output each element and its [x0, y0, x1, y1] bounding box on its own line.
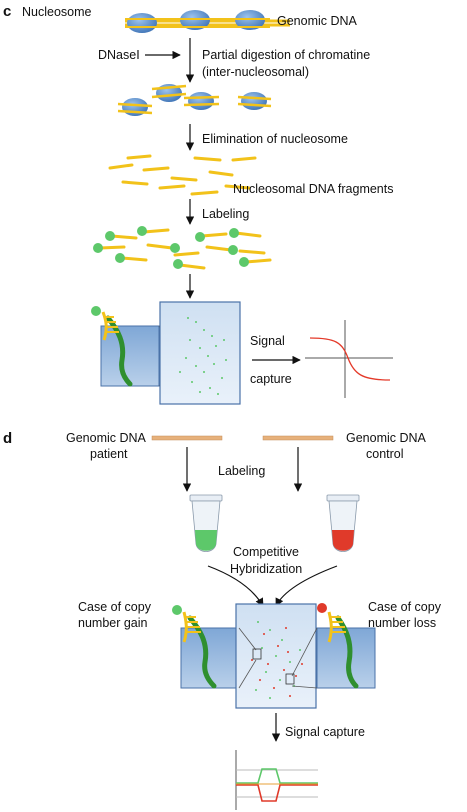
dnase-label: DNaseI: [98, 48, 140, 62]
panel-d-letter: d: [3, 430, 12, 447]
signal-plot-c: [305, 320, 393, 398]
genomic-dna-label: Genomic DNA: [277, 14, 358, 28]
dna-bar-control: [262, 435, 334, 441]
microarray-slide: [159, 301, 241, 405]
loss-label-line1: Case of copy: [368, 600, 442, 614]
panel-c-letter: c: [3, 3, 11, 20]
cnv-plot: [235, 750, 318, 810]
fragments-label: Nucleosomal DNA fragments: [233, 182, 393, 196]
step-elimination: Elimination of nucleosome: [202, 132, 348, 146]
step-partial-digestion-line1: Partial digestion of chromatine: [202, 48, 370, 62]
patient-label-line1: Genomic DNA: [66, 431, 147, 445]
hybridization-line1: Competitive: [233, 545, 299, 559]
tube-green-icon: [189, 494, 223, 552]
control-label-line1: Genomic DNA: [346, 431, 427, 445]
step-partial-digestion-line2: (inter-nucleosomal): [202, 65, 309, 79]
gain-label-line1: Case of copy: [78, 600, 152, 614]
hyb-arrow-right: [275, 565, 338, 607]
probe-slide-left: [91, 306, 160, 387]
loss-label-line2: number loss: [368, 616, 436, 630]
probe-slide-gain: [172, 605, 240, 689]
hybridization-line2: Hybridization: [230, 562, 302, 576]
probe-slide-loss: [316, 603, 376, 689]
patient-label-line2: patient: [90, 447, 128, 461]
nucleosome-icon: [125, 10, 270, 33]
signal-capture-line2: capture: [250, 372, 292, 386]
signal-capture-d-label: Signal capture: [285, 725, 365, 739]
digested-nucleosomes: [117, 84, 272, 116]
zoom-connector-d: [238, 627, 318, 689]
nucleosome-label: Nucleosome: [22, 5, 92, 19]
step-labeling: Labeling: [202, 207, 249, 221]
dna-fragments: [108, 154, 257, 196]
labeled-fragments: [93, 226, 272, 270]
microarray-slide-d: [235, 603, 317, 709]
hyb-arrow-left: [207, 565, 264, 607]
dna-bar-patient: [151, 435, 223, 441]
labeling-label: Labeling: [218, 464, 265, 478]
tube-red-icon: [326, 494, 360, 552]
gain-label-line2: number gain: [78, 616, 148, 630]
control-label-line2: control: [366, 447, 404, 461]
signal-capture-line1: Signal: [250, 334, 285, 348]
